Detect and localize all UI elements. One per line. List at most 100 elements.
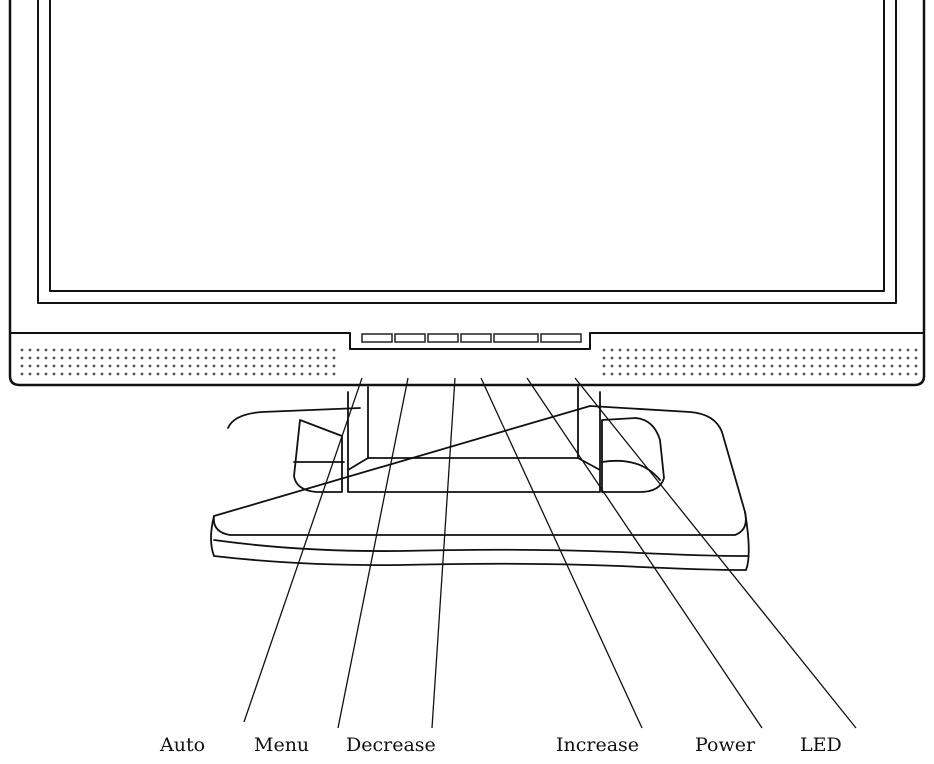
grille-dot xyxy=(778,372,782,376)
grille-dot xyxy=(60,364,64,368)
grille-dot xyxy=(196,372,200,376)
grille-dot xyxy=(730,364,734,368)
grille-dot xyxy=(300,364,304,368)
grille-dot xyxy=(882,364,886,368)
grille-dot xyxy=(818,356,822,360)
grille-dot xyxy=(658,364,662,368)
grille-dot xyxy=(220,356,224,360)
grille-dot xyxy=(196,364,200,368)
grille-dot xyxy=(786,364,790,368)
grille-dot xyxy=(116,372,120,376)
grille-dot xyxy=(738,364,742,368)
grille-dot xyxy=(252,372,256,376)
grille-dot xyxy=(722,356,726,360)
button-menu[interactable] xyxy=(394,333,426,343)
button-decrease[interactable] xyxy=(427,333,459,343)
grille-dot xyxy=(618,364,622,368)
grille-dot xyxy=(20,356,24,360)
grille-dot xyxy=(228,348,232,352)
grille-dot xyxy=(316,364,320,368)
grille-dot xyxy=(108,356,112,360)
grille-dot xyxy=(308,364,312,368)
grille-dot xyxy=(634,372,638,376)
grille-dot xyxy=(690,348,694,352)
grille-dot xyxy=(818,364,822,368)
grille-dot xyxy=(738,348,742,352)
grille-dot xyxy=(204,372,208,376)
grille-dot xyxy=(284,348,288,352)
grille-dot xyxy=(690,372,694,376)
grille-dot xyxy=(706,348,710,352)
grille-dot xyxy=(898,372,902,376)
grille-dot xyxy=(826,348,830,352)
grille-dot xyxy=(252,364,256,368)
grille-dot xyxy=(866,356,870,360)
grille-dot xyxy=(172,348,176,352)
grille-dot xyxy=(714,356,718,360)
monitor-stand xyxy=(210,386,750,571)
leader-line-led xyxy=(574,377,857,729)
grille-dot xyxy=(68,372,72,376)
grille-dot xyxy=(626,364,630,368)
grille-dot xyxy=(866,364,870,368)
grille-dot xyxy=(60,372,64,376)
grille-dot xyxy=(770,348,774,352)
grille-dot xyxy=(36,348,40,352)
grille-dot xyxy=(172,356,176,360)
grille-dot xyxy=(260,348,264,352)
grille-dot xyxy=(914,364,918,368)
grille-dot xyxy=(196,356,200,360)
grille-dot xyxy=(818,372,822,376)
grille-dot xyxy=(842,372,846,376)
grille-dot xyxy=(882,348,886,352)
grille-dot xyxy=(284,356,288,360)
grille-dot xyxy=(124,364,128,368)
grille-dot xyxy=(682,348,686,352)
grille-dot xyxy=(658,356,662,360)
grille-dot xyxy=(914,356,918,360)
grille-dot xyxy=(618,348,622,352)
grille-dot xyxy=(666,348,670,352)
grille-dot xyxy=(20,372,24,376)
grille-dot xyxy=(148,372,152,376)
grille-dot xyxy=(116,348,120,352)
led-indicator xyxy=(540,333,582,343)
grille-dot xyxy=(164,364,168,368)
grille-dot xyxy=(284,364,288,368)
grille-dot xyxy=(196,348,200,352)
grille-dot xyxy=(786,372,790,376)
grille-dot xyxy=(236,364,240,368)
grille-dot xyxy=(834,356,838,360)
right-speaker-grille xyxy=(602,348,918,376)
grille-dot xyxy=(292,372,296,376)
grille-dot xyxy=(762,356,766,360)
grille-dot xyxy=(914,348,918,352)
grille-dot xyxy=(212,372,216,376)
grille-dot xyxy=(276,348,280,352)
grille-dot xyxy=(148,356,152,360)
grille-dot xyxy=(754,364,758,368)
grille-dot xyxy=(770,372,774,376)
grille-dot xyxy=(332,356,336,360)
grille-dot xyxy=(132,348,136,352)
grille-dot xyxy=(882,356,886,360)
grille-dot xyxy=(674,372,678,376)
grille-dot xyxy=(332,364,336,368)
button-auto[interactable] xyxy=(361,333,393,343)
grille-dot xyxy=(642,356,646,360)
button-increase[interactable] xyxy=(460,333,492,343)
grille-dot xyxy=(52,372,56,376)
grille-dot xyxy=(786,348,790,352)
grille-dot xyxy=(626,372,630,376)
grille-dot xyxy=(890,356,894,360)
callout-label-auto: Auto xyxy=(160,734,206,756)
grille-dot xyxy=(866,348,870,352)
grille-dot xyxy=(842,364,846,368)
grille-dot xyxy=(332,372,336,376)
grille-dot xyxy=(44,348,48,352)
leader-line-auto xyxy=(243,377,363,723)
grille-dot xyxy=(634,364,638,368)
grille-dot xyxy=(52,364,56,368)
left-speaker-grille xyxy=(20,348,336,376)
button-power[interactable] xyxy=(493,333,539,343)
